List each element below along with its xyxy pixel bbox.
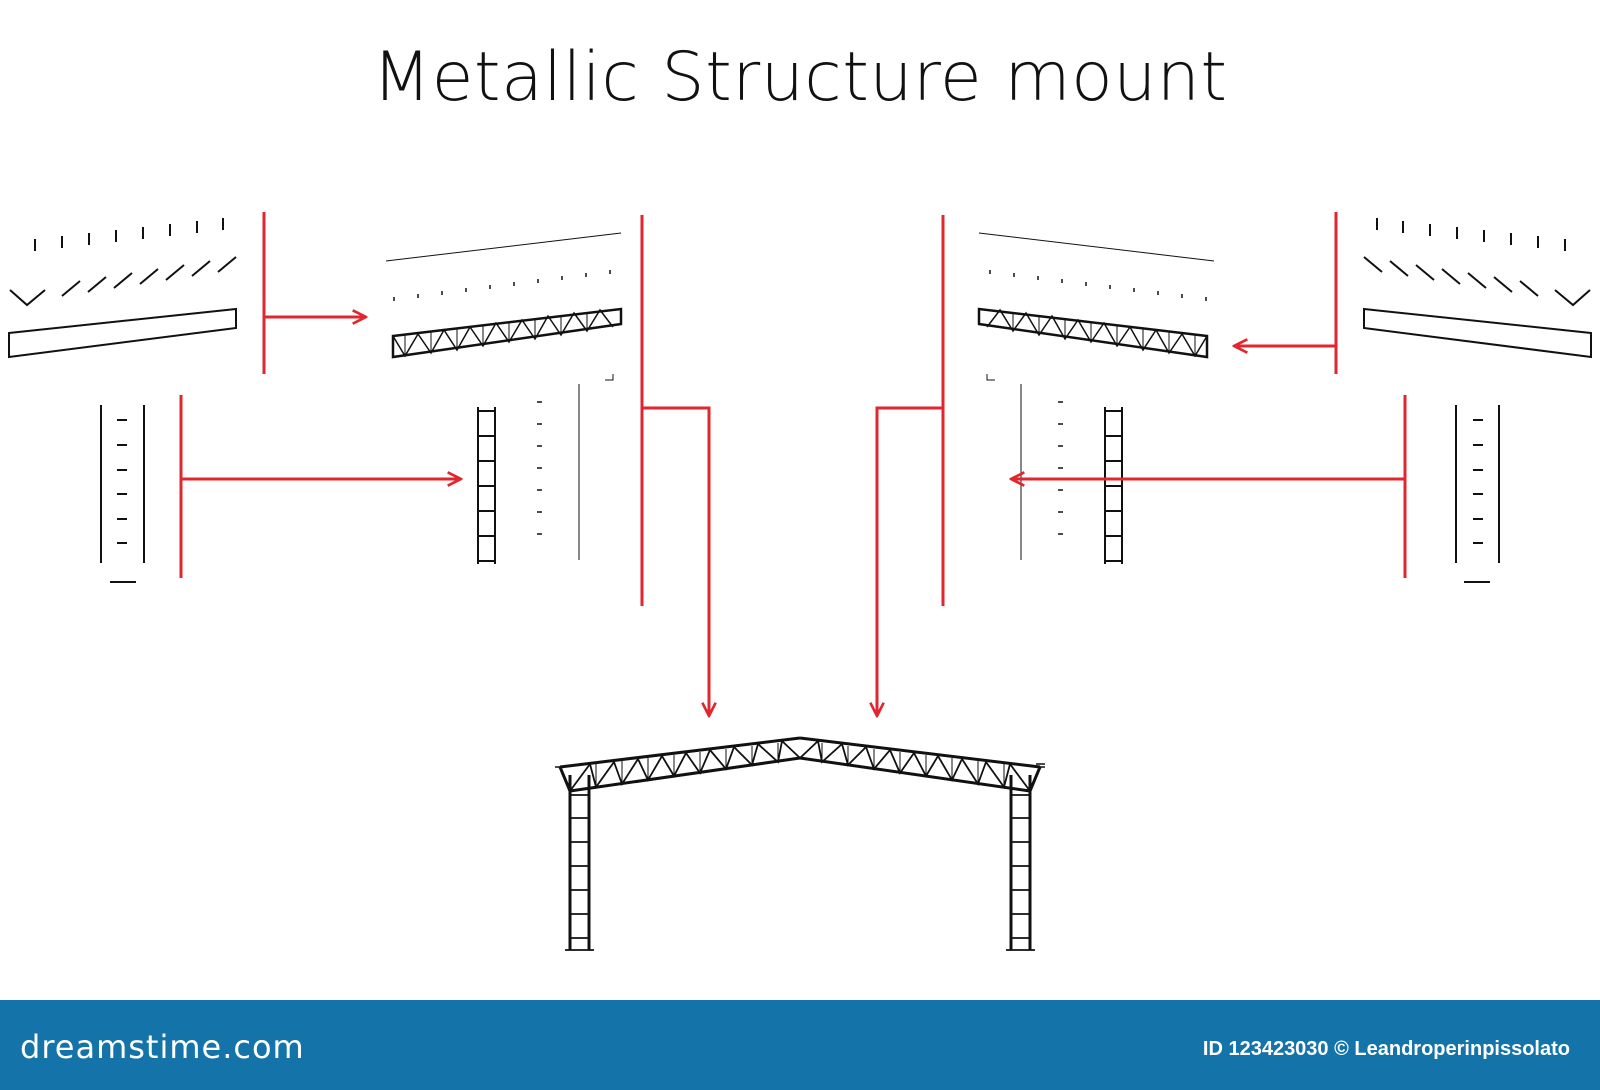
left-assembled-beam: [385, 232, 623, 381]
left-beam-arrow: [262, 212, 366, 374]
right-beam-arrow: [1234, 212, 1338, 374]
left-column-arrow: [179, 395, 461, 578]
left-frame-column: [565, 775, 594, 951]
left-rafter: [558, 736, 801, 793]
right-loose-column-parts: [1455, 405, 1500, 583]
left-loose-column-parts: [100, 405, 145, 583]
right-assembled-beam: [977, 232, 1215, 381]
right-column-arrow: [1011, 395, 1407, 578]
image-credit: ID 123423030 © Leandroperinpissolato: [1202, 1038, 1570, 1060]
right-frame-arrow: [877, 215, 945, 716]
left-loose-beam-parts: [8, 218, 237, 359]
right-frame-column: [1006, 775, 1035, 951]
assembly-arrows: [179, 212, 1407, 716]
right-rafter: [799, 736, 1042, 793]
right-loose-beam-parts: [1363, 218, 1592, 359]
left-assembled-column: [477, 384, 580, 564]
assembled-portal-frame: [555, 736, 1045, 951]
page-title: Metallic Structure mount: [372, 38, 1228, 117]
right-assembled-column: [1020, 384, 1123, 564]
structure-mount-diagram: [8, 212, 1592, 951]
brand-logo[interactable]: dreamstime.com: [20, 1028, 305, 1066]
footer-bar: dreamstime.com ID 123423030 © Leandroper…: [0, 1000, 1600, 1090]
left-frame-arrow: [640, 215, 709, 716]
